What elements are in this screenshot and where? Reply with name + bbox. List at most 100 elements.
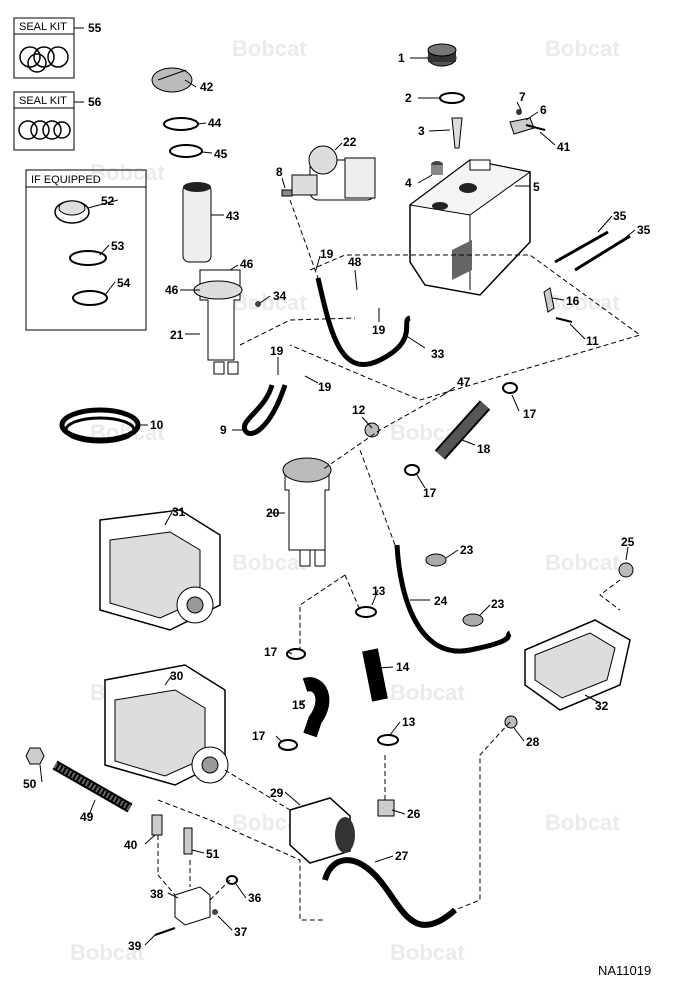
valve-block-38	[174, 886, 211, 926]
callout: 28	[526, 735, 540, 749]
callout: 46	[240, 257, 254, 271]
callout: 48	[348, 255, 362, 269]
callout: 23	[491, 597, 505, 611]
callout: 13	[372, 584, 386, 598]
if-equipped-box: IF EQUIPPED	[25, 169, 147, 331]
callout: 54	[117, 276, 131, 290]
callout: 47	[457, 375, 471, 389]
callout: 8	[276, 165, 283, 179]
callout: 5	[533, 180, 540, 194]
filter-assembly-20	[282, 457, 332, 567]
leader-lines	[39, 27, 636, 946]
callout: 32	[595, 699, 609, 713]
callout: 16	[566, 294, 580, 308]
sight-rods	[554, 230, 631, 272]
watermark: Bobcat	[545, 36, 620, 61]
callout: 14	[396, 660, 410, 674]
callout: 21	[170, 328, 184, 342]
callout: 3	[418, 124, 425, 138]
callout: 13	[402, 715, 416, 729]
callout: 50	[23, 777, 37, 791]
callout: 30	[170, 669, 184, 683]
strap-bracket	[543, 287, 573, 323]
callout: 36	[248, 891, 262, 905]
callout: 40	[124, 838, 138, 852]
callout: 31	[172, 505, 186, 519]
watermark: Bobcat	[390, 940, 465, 965]
callout: 4	[405, 176, 412, 190]
callout: 55	[88, 21, 102, 35]
callout: 49	[80, 810, 94, 824]
callout: 22	[343, 135, 357, 149]
callout: 19	[372, 323, 386, 337]
callout: 24	[434, 594, 448, 608]
control-valve-32	[524, 619, 631, 711]
hose-15	[302, 677, 330, 738]
callout: 17	[264, 645, 278, 659]
bolt-37	[212, 909, 218, 915]
watermark: Bobcat	[70, 940, 145, 965]
watermark: Bobcat	[545, 550, 620, 575]
watermark: Bobcat	[232, 290, 307, 315]
callout: 52	[101, 194, 115, 208]
callout: 19	[270, 344, 284, 358]
bolt-39	[154, 927, 176, 936]
watermark: Bobcat	[232, 36, 307, 61]
hose-49	[52, 760, 133, 813]
callout: 42	[200, 80, 214, 94]
fitting-51	[183, 827, 193, 855]
callout: 17	[423, 486, 437, 500]
clamp-17	[278, 739, 298, 751]
fitting-25	[618, 562, 634, 578]
callout: 10	[150, 418, 164, 432]
hydraulic-reservoir	[408, 159, 532, 296]
fitting-26	[377, 799, 395, 817]
watermark: Bobcat	[545, 290, 620, 315]
callout: 19	[320, 247, 334, 261]
callout: 18	[477, 442, 491, 456]
watermark: Bobcat	[232, 550, 307, 575]
hose-24	[394, 544, 512, 654]
drawing-code: NA11019	[598, 963, 651, 978]
clamp-13	[377, 734, 399, 746]
connection-lines	[157, 199, 642, 921]
breather	[431, 161, 443, 175]
hose-10	[59, 407, 141, 444]
bolt-34	[255, 301, 261, 307]
callout: 17	[523, 407, 537, 421]
callout: 37	[234, 925, 248, 939]
gear-pump-22	[291, 145, 376, 201]
callout: 27	[395, 849, 409, 863]
clamp-17	[286, 648, 306, 660]
callout: 35	[613, 209, 627, 223]
o-ring-36	[226, 875, 238, 885]
seal-kit-label: SEAL KIT	[19, 21, 67, 33]
grommet-23	[462, 613, 484, 627]
seal-kit-label: SEAL KIT	[19, 95, 67, 107]
callout: 34	[273, 289, 287, 303]
hose-14	[362, 648, 388, 702]
fitting-28	[504, 715, 518, 729]
callout: 1	[398, 51, 405, 65]
callout: 35	[637, 223, 651, 237]
callout: 19	[318, 380, 332, 394]
fitting-12	[364, 422, 380, 438]
callout: 41	[557, 140, 571, 154]
watermarks: Bobcat Bobcat Bobcat Bobcat Bobcat Bobca…	[70, 36, 620, 965]
hydrostatic-pump-30	[104, 664, 229, 786]
callout: 17	[252, 729, 266, 743]
callout: 43	[226, 209, 240, 223]
callout: 51	[206, 847, 220, 861]
watermark: Bobcat	[545, 810, 620, 835]
fitting-40	[151, 814, 163, 836]
callout: 6	[540, 103, 547, 117]
seal-kit-55: SEAL KIT	[13, 17, 75, 79]
callout: 44	[208, 116, 222, 130]
clamp-17	[404, 464, 420, 476]
callout: 29	[270, 786, 284, 800]
hose-27	[322, 857, 457, 928]
callout: 20	[266, 506, 280, 520]
bracket-6-7	[509, 109, 546, 135]
callout: 46	[165, 283, 179, 297]
